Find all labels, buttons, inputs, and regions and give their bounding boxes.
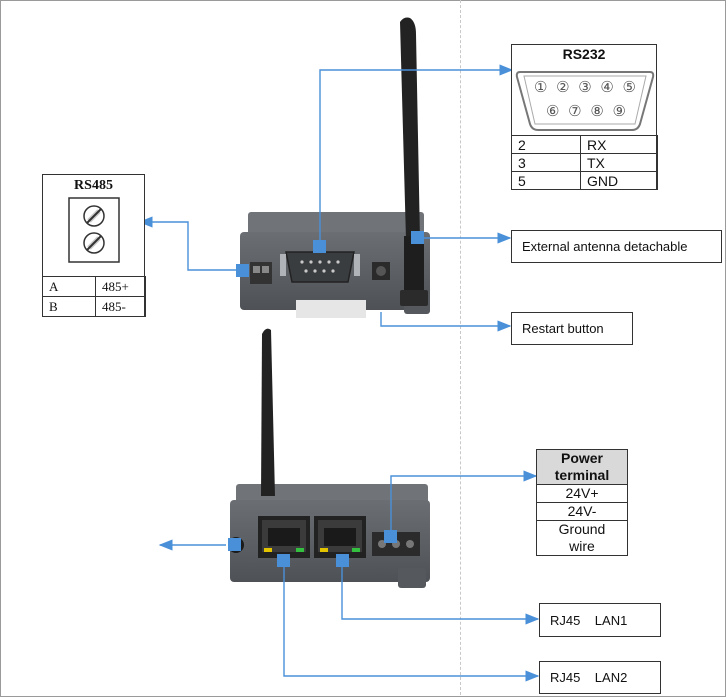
rs232-connector-line [319, 64, 514, 246]
pin-signal: GND [580, 171, 658, 190]
db9-pin: ⑤ [622, 79, 636, 96]
screw-terminal-icon [68, 197, 120, 263]
lan1-label: RJ45 LAN1 [539, 603, 661, 637]
restart-connector-line [380, 312, 512, 332]
db9-outline-icon [515, 71, 655, 131]
pin-number: 3 [511, 153, 581, 172]
pin-signal: 485+ [95, 276, 146, 297]
db9-pin: ② [556, 79, 570, 96]
pin-number: 5 [511, 171, 581, 190]
db9-pin: ③ [578, 79, 592, 96]
antenna-marker [411, 231, 424, 244]
db9-pinout-diagram: ① ② ③ ④ ⑤ ⑥ ⑦ ⑧ ⑨ [512, 64, 656, 136]
lan2-label: RJ45 LAN2 [539, 661, 661, 694]
rs485-connector-line [138, 216, 242, 271]
db9-pin: ① [534, 79, 548, 96]
db9-pins-top-row: ① ② ③ ④ ⑤ [534, 78, 636, 96]
db9-pin: ⑧ [590, 103, 604, 120]
top-antenna [400, 17, 428, 306]
db9-pins-bottom-row: ⑥ ⑦ ⑧ ⑨ [546, 102, 626, 120]
pin-signal: TX [580, 153, 658, 172]
power-pin: 24V+ [536, 484, 628, 503]
restart-button-label: Restart button [511, 312, 633, 345]
lan2-marker [277, 554, 290, 567]
power-connector-line [390, 470, 538, 536]
power-pin: 24V- [536, 502, 628, 521]
db9-pin: ⑨ [612, 103, 626, 120]
lan1-connector-line [341, 562, 540, 625]
side-button-marker [228, 538, 241, 551]
bottom-antenna [261, 328, 275, 496]
table-row: 24V+ [536, 484, 628, 503]
lan2-connector-line [283, 562, 540, 682]
table-row: Power terminal [536, 449, 628, 485]
table-row: Ground wire [536, 520, 628, 556]
power-terminal-table: Power terminal 24V+ 24V- Ground wire [536, 449, 628, 556]
power-title-line1: Power [560, 450, 603, 466]
rs485-title: RS485 [74, 178, 113, 193]
dashed-divider [460, 0, 461, 695]
lan1-marker [336, 554, 349, 567]
pin-number: 2 [511, 135, 581, 154]
db9-pin: ④ [600, 79, 614, 96]
power-marker [384, 530, 397, 543]
pin-number: B [42, 296, 96, 317]
power-pin-line1: Ground [558, 521, 606, 537]
top-device [240, 212, 430, 318]
power-terminal-box: Power terminal 24V+ 24V- Ground wire [536, 449, 628, 556]
power-pin-line2: wire [569, 538, 595, 554]
power-title-cell: Power terminal [536, 449, 628, 485]
pin-number: A [42, 276, 96, 297]
power-pin-ground: Ground wire [536, 520, 628, 556]
bottom-device [228, 484, 430, 588]
rs232-title: RS232 [562, 46, 606, 62]
antenna-label: External antenna detachable [511, 230, 722, 263]
power-title-line2: terminal [554, 467, 610, 483]
rs232-marker [313, 240, 326, 253]
db9-pin: ⑥ [546, 103, 560, 120]
rs485-marker [236, 264, 249, 277]
db9-pin: ⑦ [568, 103, 582, 120]
pin-signal: RX [580, 135, 658, 154]
table-row: 24V- [536, 502, 628, 521]
pin-signal: 485- [95, 296, 146, 317]
